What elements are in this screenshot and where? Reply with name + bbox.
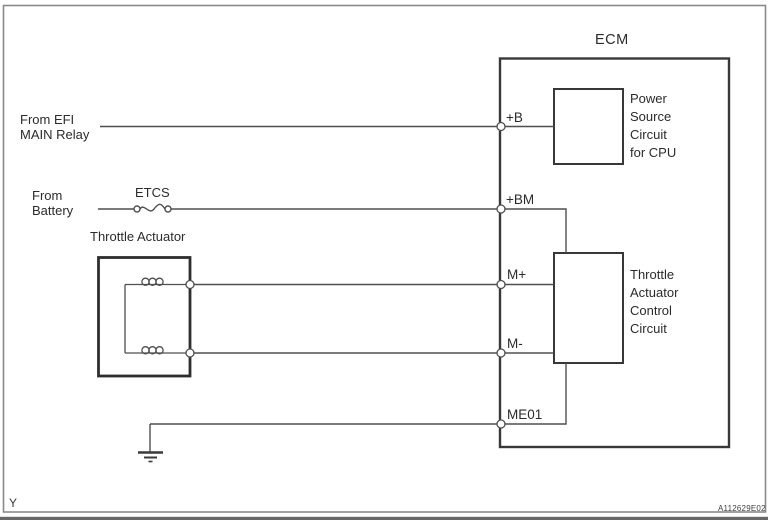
- actuator-terminal-bottom: [185, 348, 195, 358]
- etcs-fuse-label: ETCS: [135, 185, 170, 200]
- terminal-dot-m-plus: [496, 279, 506, 290]
- throttle-actuator-box: [97, 256, 192, 378]
- terminal-label-bm: +BM: [506, 192, 535, 207]
- from-battery-label: From Battery: [32, 188, 74, 218]
- ground-icon: [138, 451, 163, 463]
- figure-code-label: A112629E02: [718, 504, 766, 513]
- terminal-dot-me01: [496, 419, 506, 429]
- terminal-dot-m-minus: [496, 348, 506, 358]
- actuator-terminal-top: [185, 279, 195, 290]
- power-source-circuit-box: [553, 88, 624, 165]
- fuse-icon: [133, 203, 172, 213]
- page-border: [2, 4, 767, 513]
- power-source-circuit-label: Power Source Circuit for CPU: [630, 91, 677, 160]
- ecm-label: ECM: [595, 32, 629, 48]
- terminal-label-me01: ME01: [507, 407, 543, 422]
- coil-icon-top: [125, 277, 186, 287]
- scan-edge-artifact: [0, 516, 768, 520]
- throttle-actuator-label: Throttle Actuator: [90, 229, 186, 244]
- page-marker-label: Y: [9, 496, 18, 510]
- internal-wires: [505, 125, 567, 425]
- terminal-label-m-plus: M+: [507, 267, 527, 282]
- bm-internal-wire: [505, 208, 567, 253]
- me01-internal-wire: [505, 363, 567, 425]
- external-wires: [98, 125, 497, 453]
- from-efi-relay-label: From EFI MAIN Relay: [20, 112, 90, 142]
- terminal-label-b-plus: +B: [506, 110, 523, 125]
- terminal-label-m-minus: M-: [507, 336, 523, 351]
- terminal-dot-b-plus: [496, 121, 506, 132]
- ecm-terminals: [496, 121, 506, 429]
- throttle-actuator-control-label: Throttle Actuator Control Circuit: [630, 267, 679, 336]
- coil-icon-bottom: [125, 346, 186, 355]
- ecm-box: [498, 57, 731, 449]
- throttle-actuator-control-box: [553, 252, 624, 364]
- terminal-dot-bm: [496, 204, 506, 214]
